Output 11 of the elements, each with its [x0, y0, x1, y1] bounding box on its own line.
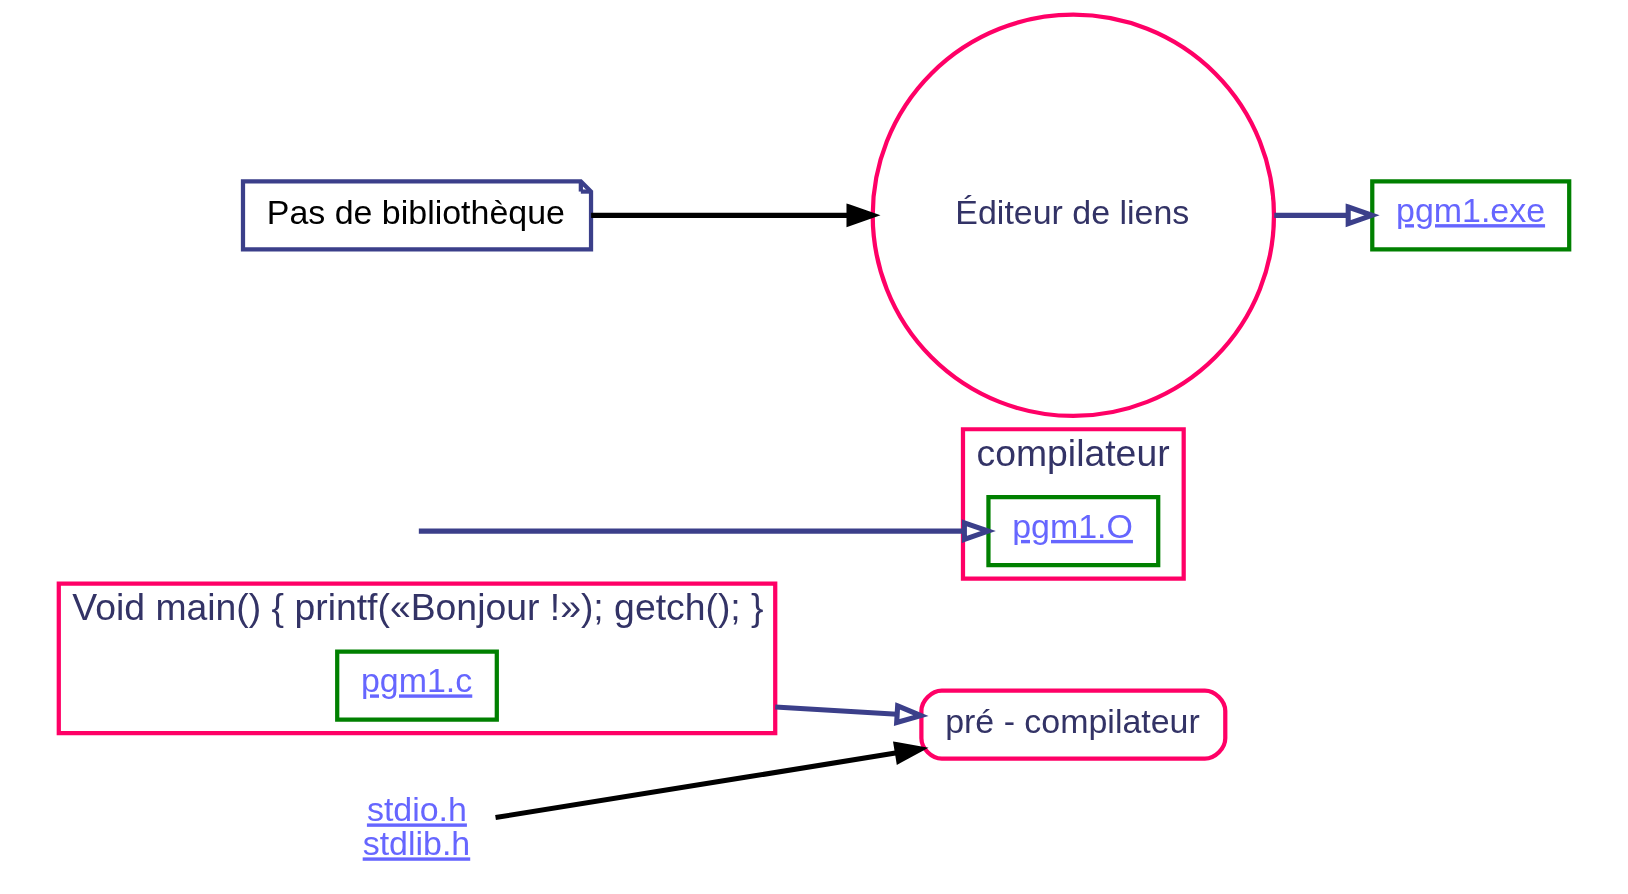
arrow	[591, 203, 881, 228]
arrow	[495, 741, 929, 821]
node-box: pgm1.exe	[1370, 179, 1572, 252]
node-text: stdio.h stdlib.h	[362, 790, 471, 863]
arrow	[1274, 203, 1380, 228]
node-box: pré - compilateur	[919, 688, 1228, 761]
arrow	[418, 519, 996, 543]
node-box: pgm1.O	[986, 495, 1161, 568]
arrow	[775, 702, 929, 726]
node-circle: Éditeur de liens	[870, 12, 1277, 419]
node-box: pgm1.c	[335, 649, 499, 722]
